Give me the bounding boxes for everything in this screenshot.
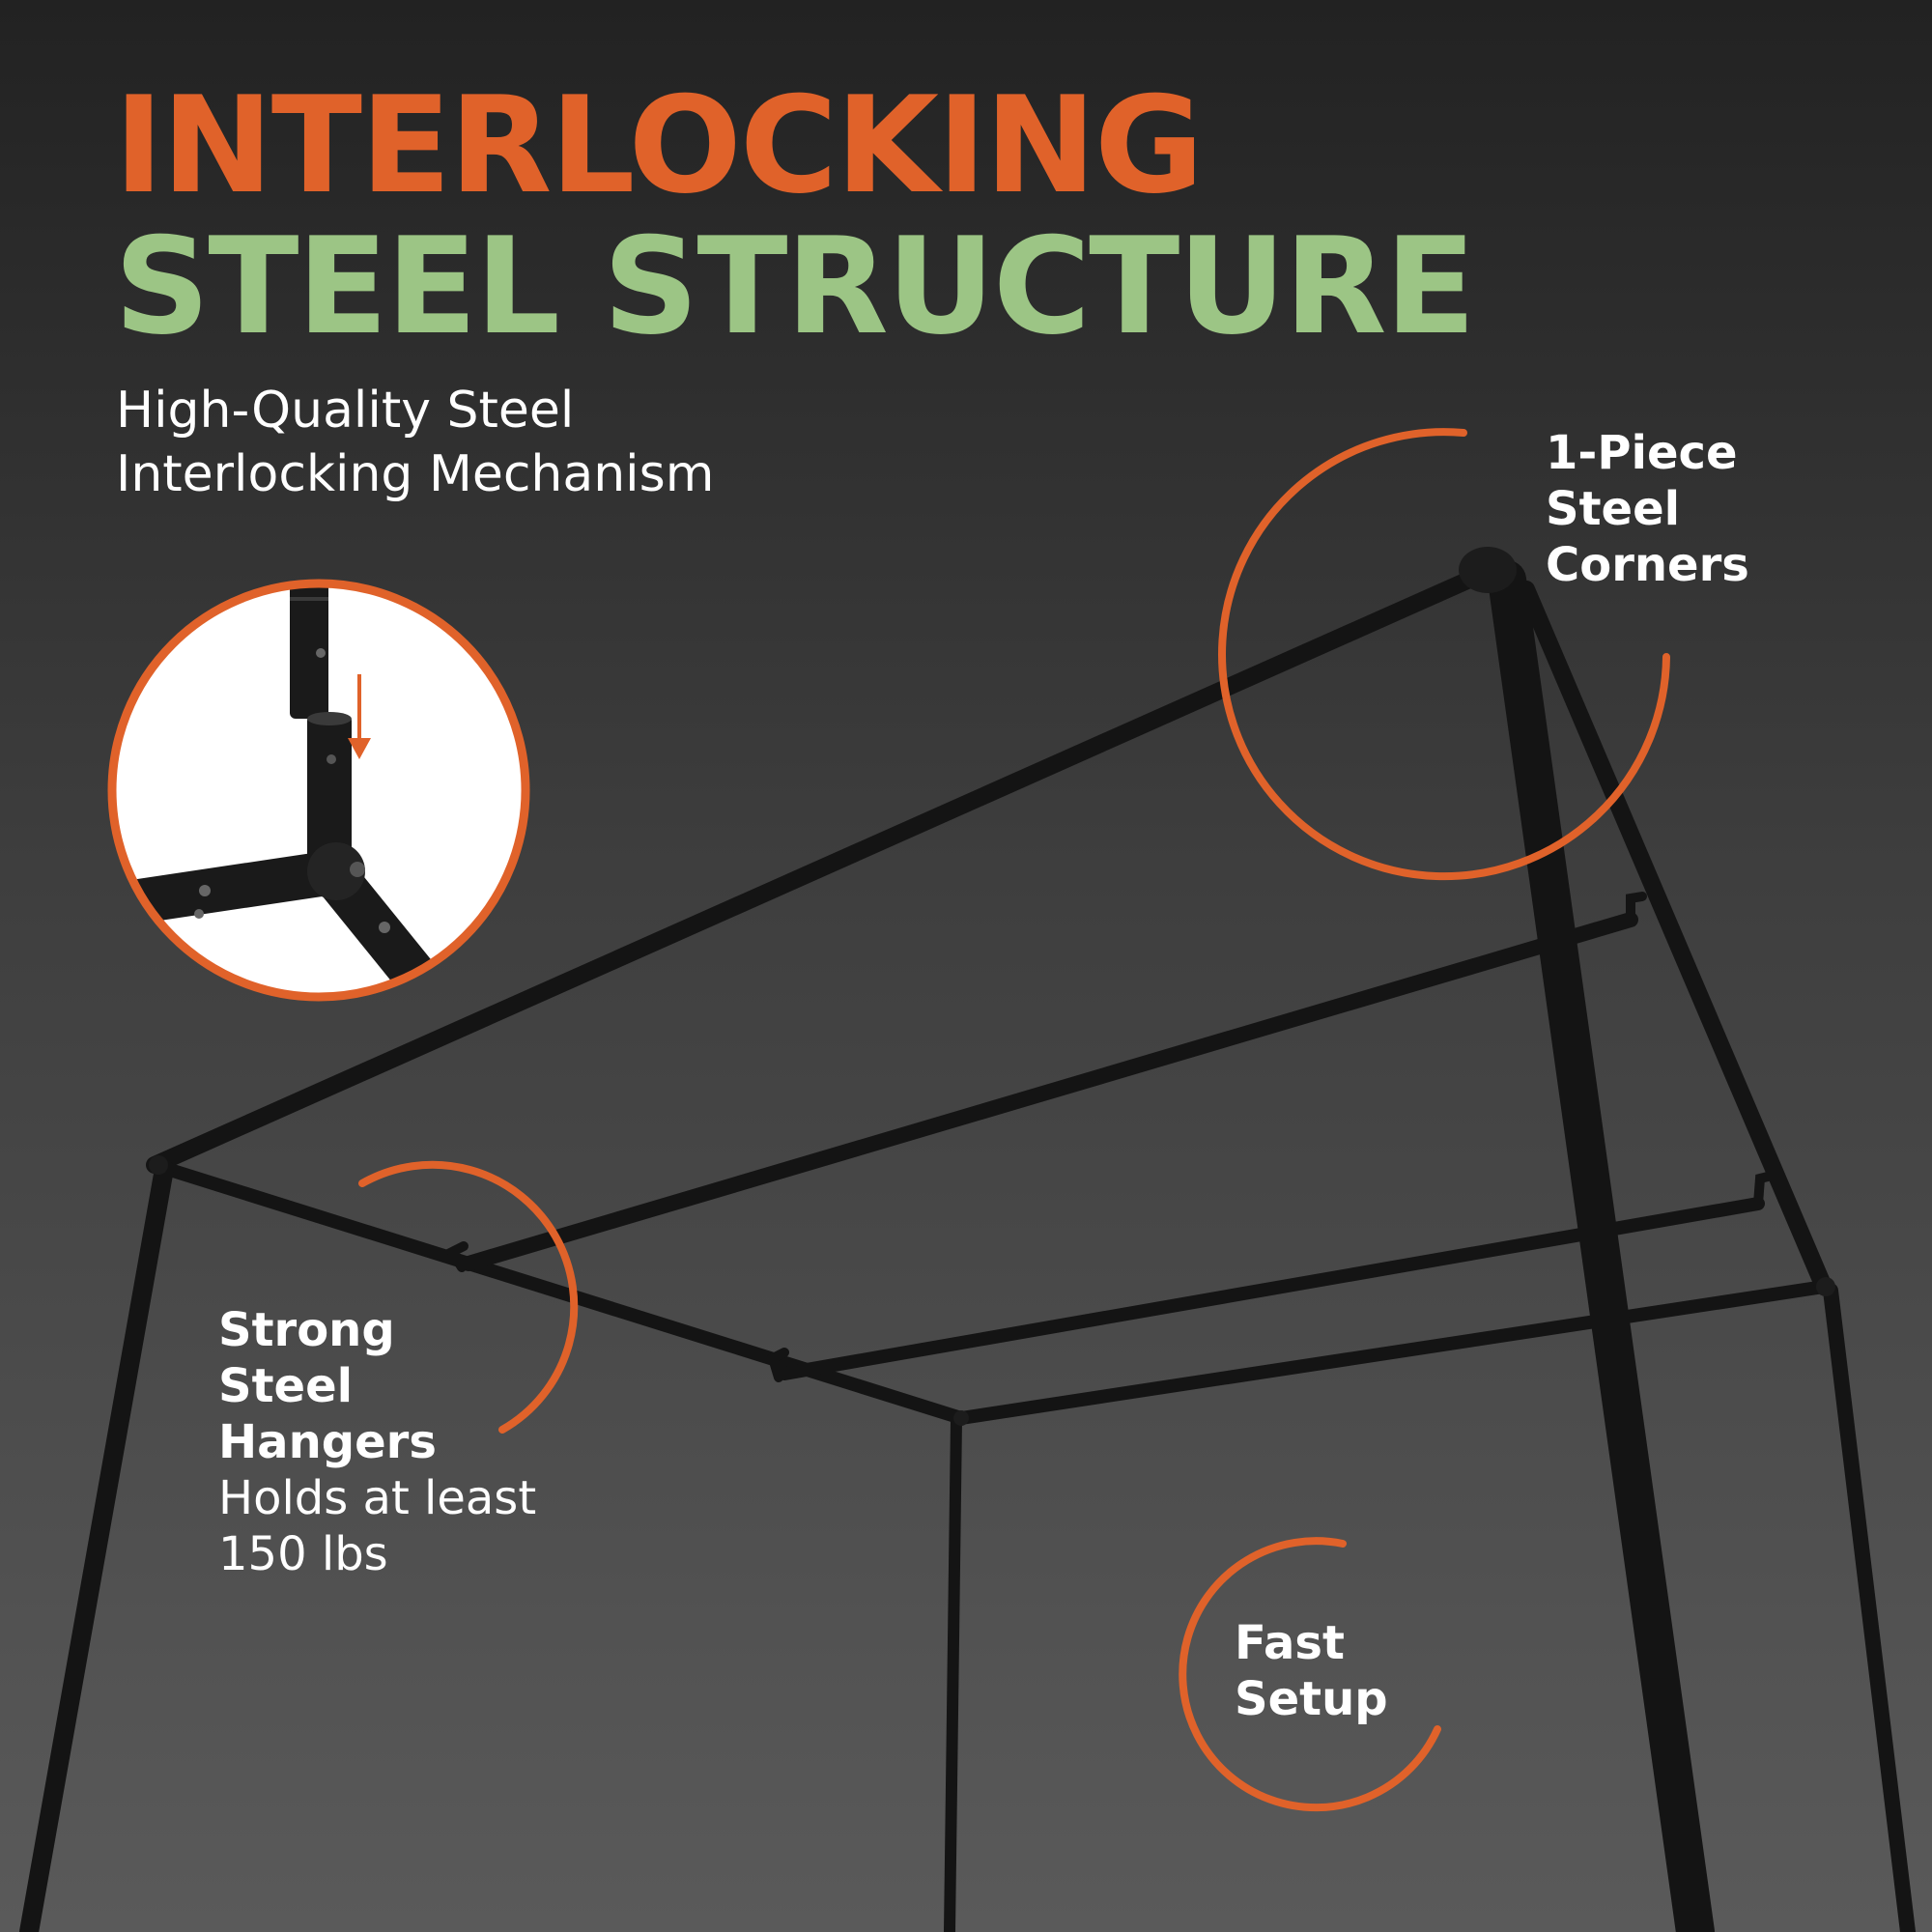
callout-corners-line-3: Corners: [1546, 538, 1749, 592]
callout-corners-line-2: Steel: [1546, 482, 1681, 536]
headline-line-2: STEEL STRUCTURE: [114, 209, 1476, 364]
highlight-rings: [358, 428, 1670, 1812]
callout-hangers-detail-2: 150 lbs: [218, 1527, 388, 1581]
back-left-leg: [944, 1414, 962, 1932]
callout-setup-line-1: Fast: [1235, 1616, 1345, 1670]
front-top-rail: [146, 559, 1504, 1174]
callout-setup-line-2: Setup: [1235, 1672, 1388, 1726]
lower-socket: [307, 717, 352, 862]
hanger-hook-right-lower: [1753, 1172, 1773, 1208]
callout-hangers-line-1: Strong: [218, 1303, 395, 1357]
corner-joint-back-left: [953, 1410, 969, 1426]
subtitle-line-2: Interlocking Mechanism: [116, 445, 715, 503]
hanger-hook-right-upper: [1626, 892, 1647, 924]
corner-cap-front-right: [1459, 547, 1517, 593]
hanger-hook-left-lower: [767, 1348, 789, 1382]
upper-pole: [290, 583, 328, 719]
corner-joint-front-left: [149, 1155, 168, 1175]
corners-ring: [1218, 428, 1670, 881]
right-side-rail: [1518, 581, 1833, 1295]
back-top-rail: [954, 1280, 1831, 1425]
corner-joint-back-right: [1816, 1277, 1835, 1296]
front-left-leg: [19, 1159, 174, 1932]
back-right-leg: [1823, 1283, 1916, 1932]
callout-corners: 1-Piece Steel Corners: [1546, 425, 1749, 593]
callout-hangers-detail-1: Holds at least: [218, 1471, 537, 1525]
callout-hangers-line-2: Steel: [218, 1359, 354, 1413]
down-arrow-icon: [348, 674, 371, 759]
callout-hangers: Strong Steel Hangers Holds at least 150 …: [218, 1302, 536, 1582]
front-right-leg: [1488, 560, 1715, 1932]
callout-corners-line-1: 1-Piece: [1546, 426, 1738, 480]
pole-joint-photo: [107, 579, 530, 1002]
subtitle: High-Quality Steel Interlocking Mechanis…: [116, 379, 714, 506]
steel-frame: [19, 547, 1916, 1932]
left-side-rail: [148, 1158, 968, 1425]
subtitle-line-1: High-Quality Steel: [116, 382, 575, 440]
callout-hangers-line-3: Hangers: [218, 1415, 437, 1469]
callout-setup: Fast Setup: [1235, 1615, 1388, 1727]
hangers-ring: [358, 1160, 579, 1434]
headline-line-1: INTERLOCKING: [114, 68, 1204, 223]
setup-ring: [1179, 1537, 1441, 1812]
hanger-bar-upper: [461, 912, 1638, 1271]
hanger-hook-left-upper: [444, 1241, 469, 1272]
